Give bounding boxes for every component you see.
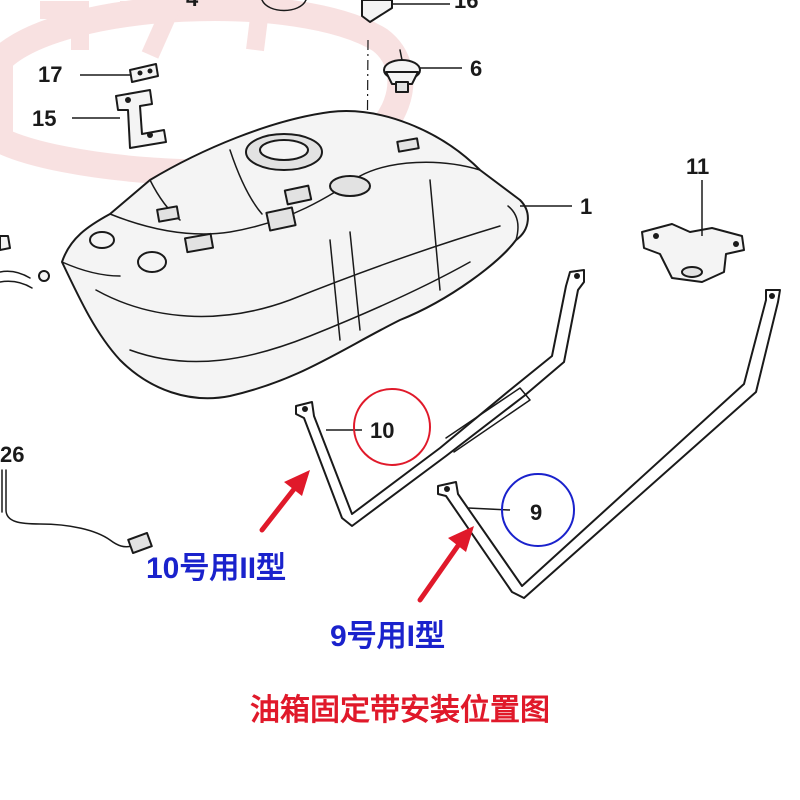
part-17-clip — [80, 63, 159, 83]
note-strap-9: 9号用I型 — [330, 620, 445, 653]
strap-9-type-i — [437, 289, 781, 599]
strap-10-type-ii — [295, 269, 585, 527]
part-15-bracket — [72, 89, 167, 149]
red-arrow-10 — [259, 470, 310, 533]
part-left-hose — [0, 235, 50, 289]
callout-10: 10 — [370, 418, 394, 443]
callout-11: 11 — [686, 154, 709, 179]
callout-4: 4 — [186, 0, 199, 11]
part-6-sender-unit — [383, 49, 462, 93]
callout-16: 16 — [454, 0, 478, 13]
note-strap-10: 10号用II型 — [146, 552, 286, 585]
callout-15: 15 — [32, 106, 56, 131]
part-11-bracket — [641, 180, 745, 283]
part-top-ring — [261, 0, 307, 12]
callout-9: 9 — [530, 500, 542, 525]
callout-6: 6 — [470, 56, 482, 81]
callout-1: 1 — [580, 194, 592, 219]
highlight-circle-10 — [353, 388, 431, 466]
part-1-fuel-tank — [61, 110, 572, 400]
red-arrow-9 — [417, 526, 474, 603]
callout-17: 17 — [38, 62, 62, 87]
watermark-logo — [0, 0, 414, 186]
highlight-circle-9 — [501, 473, 575, 547]
part-16-bracket — [361, 0, 450, 23]
callout-26: 26 — [0, 442, 24, 467]
part-26-wire-harness — [1, 469, 153, 554]
diagram-caption: 油箱固定带安装位置图 — [250, 693, 550, 727]
